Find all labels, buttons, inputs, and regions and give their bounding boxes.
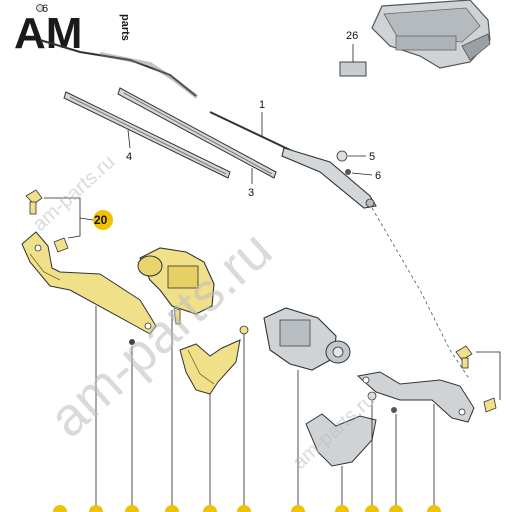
callout-5: 5 bbox=[369, 151, 375, 163]
callout-1: 1 bbox=[259, 99, 265, 111]
callout-6: 6 bbox=[375, 170, 381, 182]
motor-bracket-right bbox=[305, 391, 397, 467]
wiper-arm-1 bbox=[209, 111, 377, 209]
motor-bracket-left bbox=[179, 325, 249, 395]
assembly-line bbox=[371, 207, 471, 381]
svg-text:6: 6 bbox=[42, 3, 48, 15]
bracket-line-20 bbox=[44, 197, 81, 239]
bolt-icon bbox=[25, 189, 43, 215]
logo-suffix: parts bbox=[119, 14, 131, 41]
linkage-left bbox=[21, 231, 157, 335]
linkage-right bbox=[356, 371, 475, 423]
wiper-arm-shadow bbox=[99, 52, 199, 99]
wiper-motor-right bbox=[263, 307, 351, 371]
wiper-blade-4 bbox=[63, 91, 231, 179]
callout-4: 4 bbox=[126, 151, 132, 163]
relay-icon bbox=[371, 0, 491, 69]
nut-small-icon bbox=[129, 339, 135, 345]
bottom-leaders bbox=[95, 306, 435, 512]
callout-3: 3 bbox=[248, 187, 254, 199]
wiper-motor-left bbox=[137, 247, 215, 325]
wiper-blade-3 bbox=[117, 87, 277, 179]
connector-icon bbox=[339, 44, 367, 77]
callout-6-top: 6 bbox=[36, 3, 48, 15]
grommet-icon bbox=[53, 237, 69, 253]
callout-26: 26 bbox=[346, 30, 358, 42]
bolt-right-icon bbox=[455, 345, 497, 413]
nut-icon bbox=[336, 150, 348, 162]
callout-20: 20 bbox=[94, 213, 108, 227]
bottom-callout-badges bbox=[53, 505, 441, 512]
wiper-arm-icon bbox=[39, 39, 197, 97]
bracket-line-right bbox=[476, 351, 501, 400]
washer-icon bbox=[345, 169, 351, 175]
am-parts-logo: AM parts bbox=[14, 9, 131, 58]
callout-20-badge bbox=[93, 210, 113, 230]
